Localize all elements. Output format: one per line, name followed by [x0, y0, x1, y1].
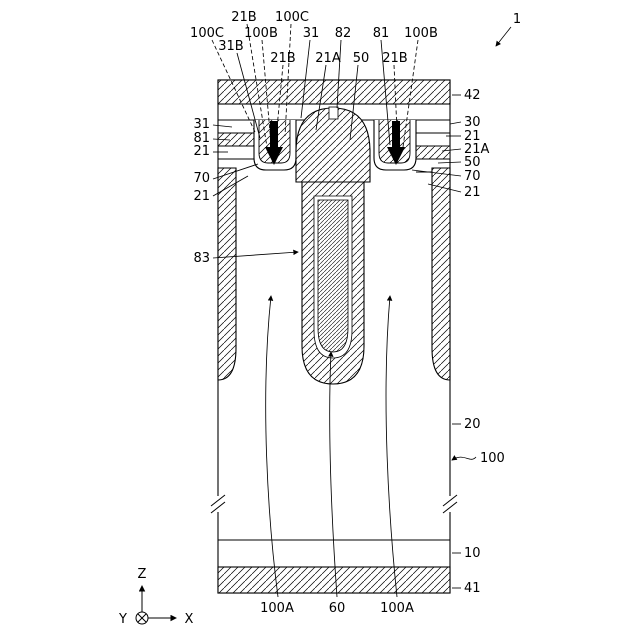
ref-numeral-60: 60 — [329, 601, 346, 616]
ref-numeral-100C: 100C — [190, 26, 224, 41]
ref-numeral-31: 31 — [303, 26, 320, 41]
ref-numeral-100A: 100A — [260, 601, 294, 616]
ref-numeral-21A: 21A — [464, 142, 490, 157]
ref-numeral-82: 82 — [335, 26, 352, 41]
top-reference-numerals: 21B 100C 100C 100B 31 82 81 100B 31B 21B… — [190, 10, 438, 66]
y-axis-symbol — [135, 611, 149, 625]
contact-plug-right — [392, 121, 400, 147]
contact-plug-left-tip — [265, 147, 283, 165]
device-body — [217, 79, 451, 594]
ref-numeral-100: 100 — [480, 451, 505, 466]
break-marks — [210, 494, 458, 514]
ref-numeral-10: 10 — [464, 546, 481, 561]
top-electrode-42 — [217, 79, 451, 105]
ref-numeral-83: 83 — [193, 251, 210, 266]
right-layer-stack — [415, 132, 451, 173]
bottom-electrode-41 — [217, 566, 451, 594]
ref-numeral-100B: 100B — [404, 26, 438, 41]
ref-numeral-81: 81 — [193, 131, 210, 146]
ref-numeral-30: 30 — [464, 115, 481, 130]
right-reference-numerals: 42 30 21 21A 50 70 21 20 100 10 41 — [464, 88, 505, 596]
buried-electrode-60 — [317, 199, 349, 353]
axis-label-y: Y — [118, 612, 127, 627]
axis-labels: Z Y X — [118, 567, 194, 627]
ref-numeral-70: 70 — [464, 169, 481, 184]
ref-numeral-50: 50 — [464, 155, 481, 170]
left-layer-stack — [217, 132, 255, 160]
axis-label-z: Z — [138, 567, 147, 582]
ref-numeral-100C: 100C — [275, 10, 309, 25]
bottom-reference-numerals: 100A 60 100A — [260, 601, 414, 616]
ref-numeral-31: 31 — [193, 117, 210, 132]
ref-numeral-50: 50 — [353, 51, 370, 66]
ref-numeral-20: 20 — [464, 417, 481, 432]
gate-trench-right — [373, 120, 417, 171]
contact-plug-right-tip — [387, 147, 405, 165]
edge-trench-right — [431, 167, 451, 381]
ref-numeral-70: 70 — [193, 171, 210, 186]
ref-numeral-21: 21 — [193, 189, 210, 204]
ref-numeral-21B: 21B — [382, 51, 407, 66]
figure-number: 1 — [513, 12, 521, 27]
ref-numeral-100A: 100A — [380, 601, 414, 616]
ref-numeral-81: 81 — [373, 26, 390, 41]
ref-numeral-21: 21 — [193, 144, 210, 159]
axis-indicator — [135, 585, 177, 625]
ref-numeral-41: 41 — [464, 581, 481, 596]
ref-numeral-21: 21 — [464, 185, 481, 200]
ref-numeral-21A: 21A — [315, 51, 341, 66]
ref-numeral-31B: 31B — [218, 39, 243, 54]
left-reference-numerals: 31 81 21 70 21 83 — [193, 117, 210, 266]
ref-numeral-21B: 21B — [231, 10, 256, 25]
contact-plug-left — [270, 121, 278, 147]
ref-numeral-42: 42 — [464, 88, 481, 103]
center-trench — [295, 106, 371, 385]
leader-lines — [211, 23, 512, 598]
ref-numeral-100B: 100B — [244, 26, 278, 41]
dome-contact-notch-82 — [328, 106, 339, 120]
axis-label-x: X — [185, 612, 194, 627]
right-gate-runner — [415, 145, 451, 160]
gate-trench-left — [253, 120, 297, 171]
edge-trench-left — [217, 167, 237, 381]
ref-numeral-21B: 21B — [270, 51, 295, 66]
ref-numeral-21: 21 — [464, 129, 481, 144]
